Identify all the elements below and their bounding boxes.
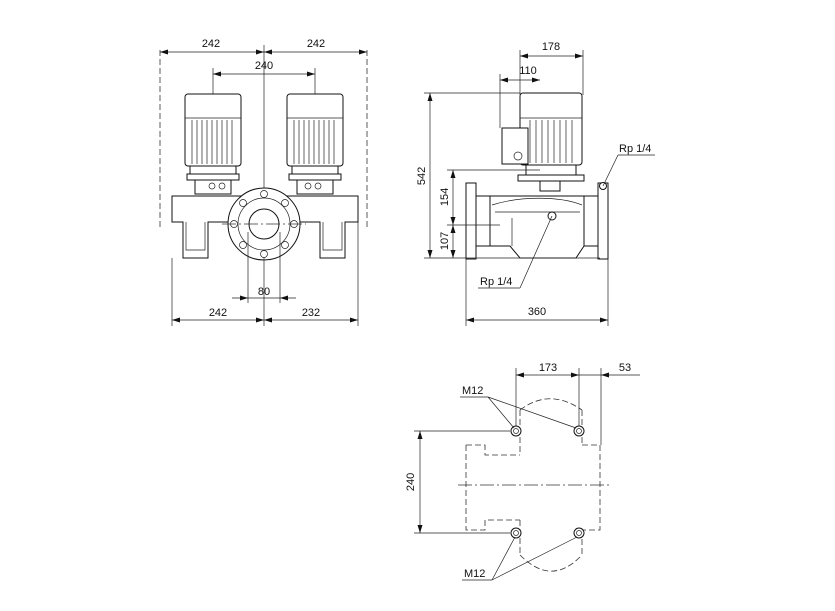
dim-terminal-offset: 110 [519,65,537,77]
dim-bottom-left: 242 [209,307,227,319]
left-motor [184,93,242,195]
dim-edge-offset: 53 [619,362,631,374]
port-label-top: Rp 1/4 [619,143,651,155]
front-view: 242 242 240 [159,38,368,326]
bolt-hole-bottom-right [573,527,585,539]
dim-base-width: 360 [528,306,546,318]
dim-top-right: 242 [307,38,325,50]
right-motor [286,93,344,195]
bolt-label-bottom: M12 [464,568,485,580]
dim-bottom-right: 232 [302,307,320,319]
base-view: 173 53 240 M12 M12 [405,362,640,581]
bolt-label-top: M12 [462,385,483,397]
dim-motor-width: 178 [542,41,560,53]
dim-top-left: 242 [202,38,220,50]
side-pump-body [465,182,609,260]
bolt-hole-bottom-left [510,527,522,539]
dim-bolt-spacing-y: 240 [405,473,417,491]
port-label-bottom: Rp 1/4 [480,276,512,288]
side-view: 178 110 [416,41,655,326]
dim-lower-height: 107 [439,232,451,250]
side-motor [501,92,585,192]
dim-upper-height: 154 [439,188,451,206]
dim-bolt-spacing-x: 173 [539,362,557,374]
dim-motor-spacing: 240 [255,60,273,72]
dim-total-height: 542 [416,167,428,185]
bolt-hole-top-left [510,425,522,437]
pump-housing-front [171,187,359,261]
